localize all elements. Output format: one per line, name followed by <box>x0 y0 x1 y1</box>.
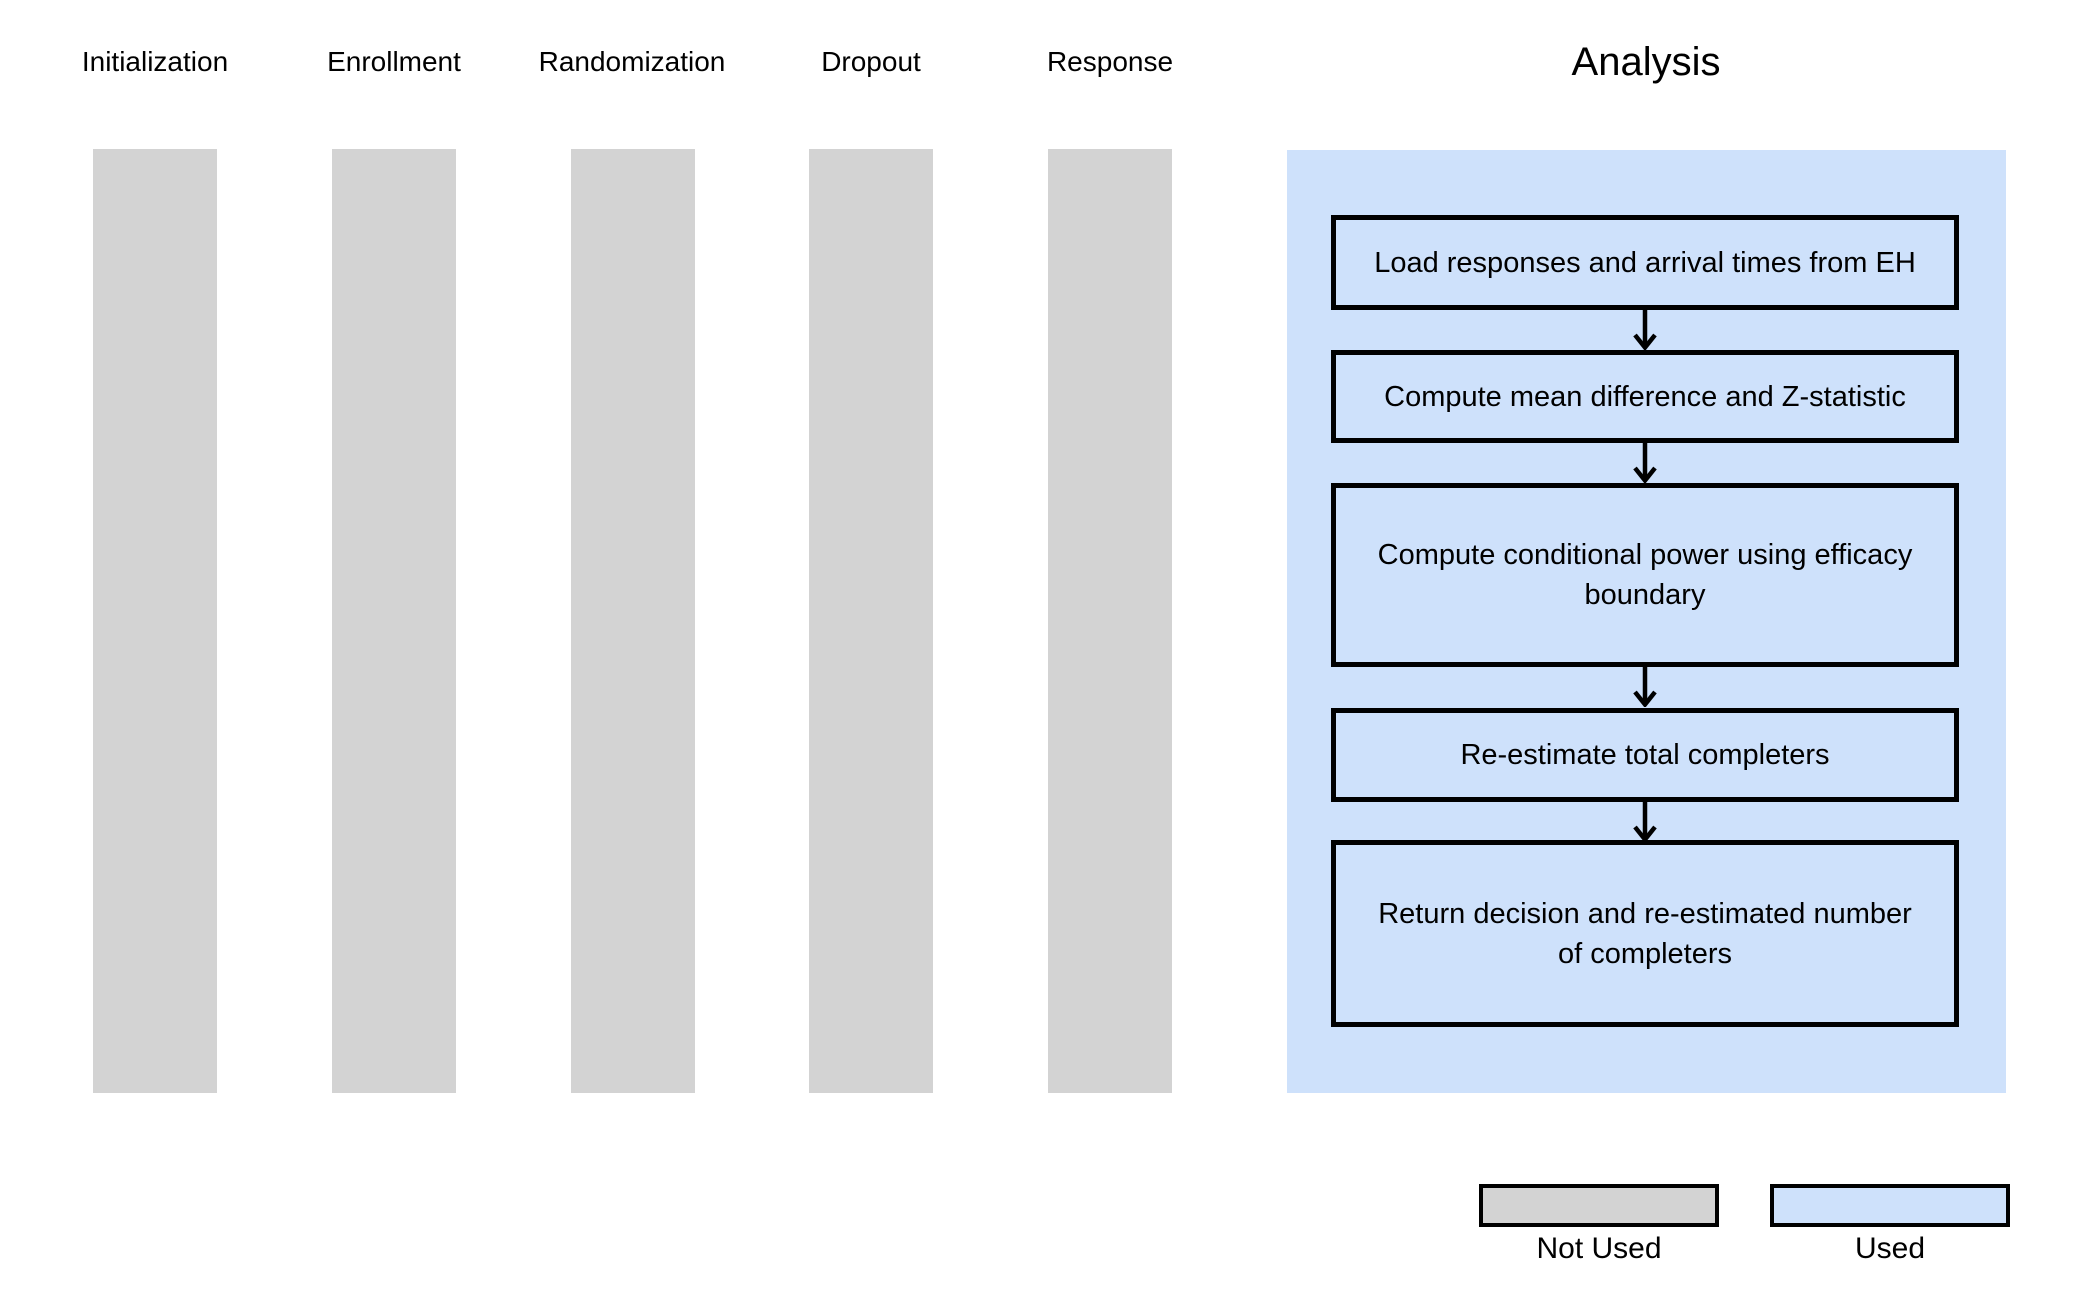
stage-column-dropout <box>809 149 933 1093</box>
flow-step-text: boundary <box>1584 579 1706 611</box>
stage-label-enrollment: Enrollment <box>327 46 461 77</box>
stage-label-analysis: Analysis <box>1571 40 1721 84</box>
stage-label-response: Response <box>1046 46 1174 77</box>
stage-column-response <box>1048 149 1172 1093</box>
legend-label-not-used: Not Used <box>1536 1232 1662 1265</box>
arrow-down-icon <box>1630 667 1660 707</box>
flow-step-reestimate-completers: Re-estimate total completers <box>1331 708 1959 802</box>
flow-step-text: Compute conditional power using efficacy <box>1377 539 1913 571</box>
flow-step-load-responses: Load responses and arrival times from EH <box>1331 215 1959 310</box>
stage-label-randomization: Randomization <box>538 46 726 77</box>
flow-step-return-decision: Return decision and re-estimated number … <box>1331 840 1959 1027</box>
flow-step-conditional-power: Compute conditional power using efficacy… <box>1331 483 1959 667</box>
arrow-down-icon <box>1630 443 1660 483</box>
arrow-down-icon <box>1630 310 1660 350</box>
stage-column-initialization <box>93 149 217 1093</box>
flow-step-text: Re-estimate total completers <box>1460 739 1830 771</box>
stage-label-initialization: Initialization <box>81 46 229 77</box>
flow-step-text: Compute mean difference and Z-statistic <box>1384 380 1906 413</box>
flow-step-text: Return decision and re-estimated number <box>1378 897 1912 930</box>
stage-column-randomization <box>571 149 695 1093</box>
flow-step-compute-z: Compute mean difference and Z-statistic <box>1331 350 1959 443</box>
flow-step-text: Load responses and arrival times from EH <box>1374 246 1916 279</box>
legend-swatch-used <box>1770 1184 2010 1227</box>
stage-label-dropout: Dropout <box>821 46 921 77</box>
arrow-down-icon <box>1630 802 1660 842</box>
stage-column-enrollment <box>332 149 456 1093</box>
legend-swatch-not-used <box>1479 1184 1719 1227</box>
legend-label-used: Used <box>1854 1232 1926 1265</box>
flow-step-text: of completers <box>1557 937 1733 970</box>
